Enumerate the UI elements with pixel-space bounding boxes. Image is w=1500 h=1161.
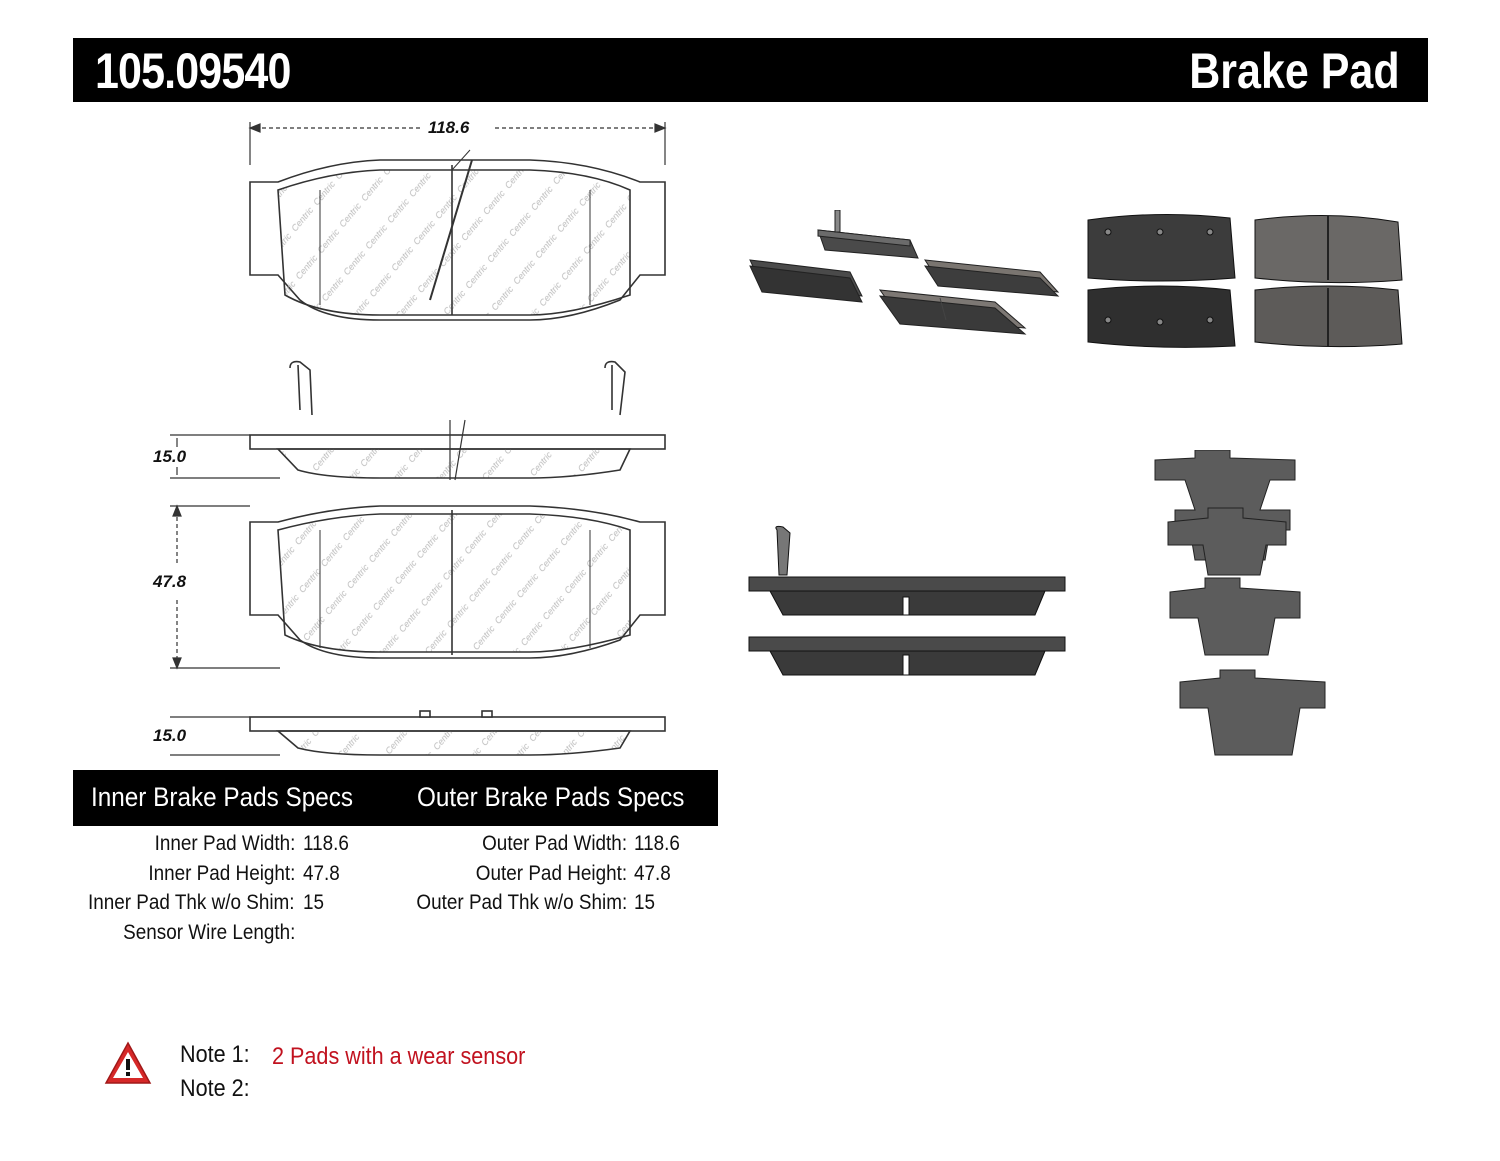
inner-pad-height-label: Inner Pad Height: bbox=[147, 862, 295, 885]
pad-side-view-bottom bbox=[249, 710, 666, 756]
outer-pad-height-label: Outer Pad Height: bbox=[475, 862, 627, 885]
width-label: 118.6 bbox=[425, 118, 473, 138]
outer-pad-height-value: 47.8 bbox=[634, 862, 671, 885]
outer-pad-width-label: Outer Pad Width: bbox=[482, 832, 627, 855]
note-1-text: 2 Pads with a wear sensor bbox=[272, 1043, 526, 1070]
pads-side-photo bbox=[745, 525, 1070, 685]
inner-pad-width-label: Inner Pad Width: bbox=[154, 832, 295, 855]
title-bar: 105.09540 Brake Pad bbox=[73, 38, 1428, 102]
pad-front-view bbox=[249, 505, 666, 659]
inner-specs-heading: Inner Brake Pads Specs bbox=[91, 782, 354, 812]
warning-triangle-icon bbox=[103, 1040, 153, 1086]
note-1-label: Note 1: bbox=[180, 1041, 250, 1068]
part-number: 105.09540 bbox=[95, 43, 291, 99]
inner-pad-height-value: 47.8 bbox=[303, 862, 340, 885]
sensor-wire-length-label: Sensor Wire Length: bbox=[122, 921, 295, 944]
thickness-label-bottom: 15.0 bbox=[150, 726, 190, 746]
hardware-clips-photo bbox=[1150, 449, 1335, 770]
outer-pad-width-value: 118.6 bbox=[634, 832, 680, 855]
height-dimension bbox=[170, 504, 280, 670]
note-2-label: Note 2: bbox=[180, 1075, 250, 1102]
outer-pad-thickness-value: 15 bbox=[634, 891, 656, 914]
pads-flat-photo bbox=[1080, 210, 1415, 350]
outer-specs-heading: Outer Brake Pads Specs bbox=[417, 782, 685, 812]
pad-top-view bbox=[249, 149, 666, 321]
drawing-svg: Centric bbox=[170, 122, 667, 756]
outer-pad-thickness-label: Outer Pad Thk w/o Shim: bbox=[416, 891, 627, 914]
inner-pad-thickness-value: 15 bbox=[303, 891, 325, 914]
width-dimension bbox=[248, 122, 667, 165]
technical-drawing: Centric bbox=[150, 110, 690, 760]
pads-angled-photo bbox=[740, 209, 1080, 360]
product-type: Brake Pad bbox=[1189, 43, 1400, 99]
specs-header-bar: Inner Brake Pads Specs Outer Brake Pads … bbox=[73, 770, 718, 826]
thickness-label-top: 15.0 bbox=[150, 447, 190, 467]
inner-pad-width-value: 118.6 bbox=[303, 832, 349, 855]
inner-pad-thickness-label: Inner Pad Thk w/o Shim: bbox=[88, 891, 295, 914]
height-label: 47.8 bbox=[150, 572, 190, 592]
thickness-dimension-bottom bbox=[170, 716, 280, 756]
pad-side-view-top bbox=[249, 360, 666, 481]
